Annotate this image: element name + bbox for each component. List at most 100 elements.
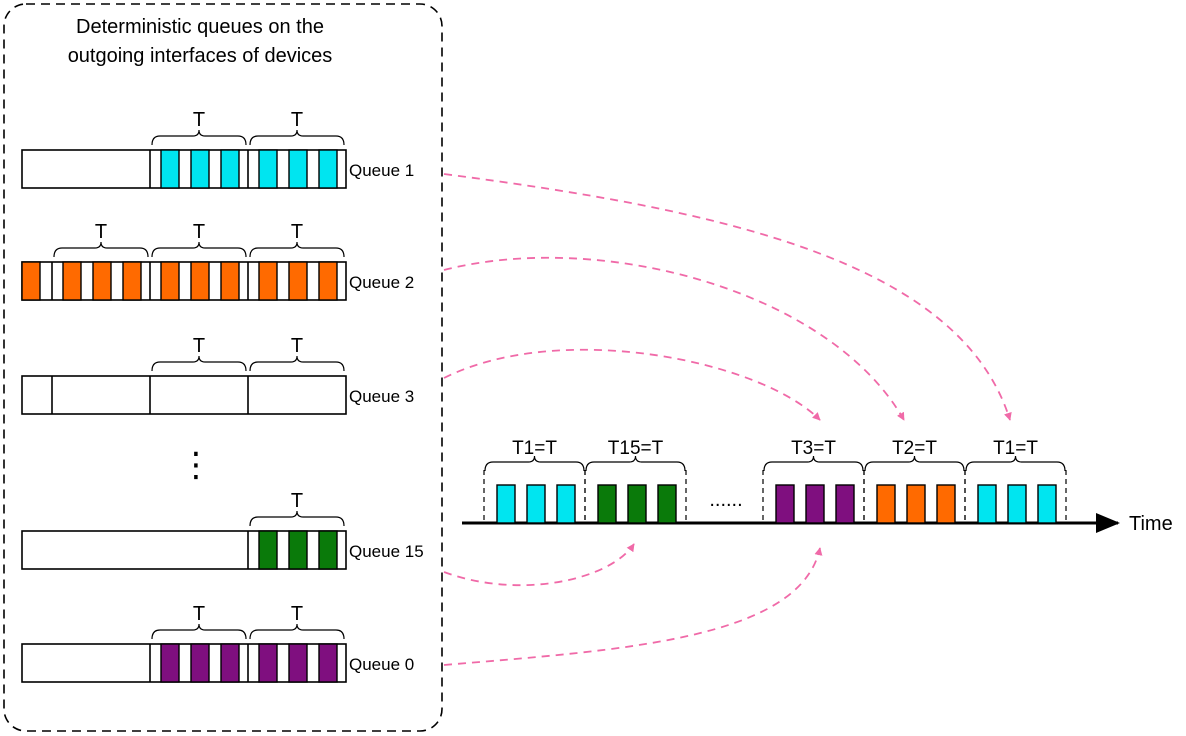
packet-queue15 [258, 530, 278, 570]
packet-queue1 [160, 149, 180, 189]
queue-label: Queue 3 [349, 387, 414, 406]
packet-queue0 [258, 643, 278, 683]
queues-panel [3, 3, 443, 732]
period-brace [249, 129, 345, 146]
panel-title-line1: Deterministic queues on the [76, 16, 324, 38]
timeline-slots: T1=T T15=T T3=T T2=T T1=T [483, 438, 1067, 524]
timeline-packet-queue2 [936, 484, 956, 524]
timeline-packet-queue0 [805, 484, 825, 524]
period-brace [151, 355, 247, 372]
packet-queue0 [318, 643, 338, 683]
timeline-packet-queue15 [627, 484, 647, 524]
packet-queue1 [318, 149, 338, 189]
packet-queue2 [220, 261, 240, 301]
slot-brace [864, 455, 965, 472]
queue-label: Queue 1 [349, 161, 414, 180]
timeline-slot-1: T1=T [483, 438, 586, 524]
period-label: T [291, 221, 303, 243]
slot-label: T1=T [993, 438, 1038, 459]
period-brace [249, 623, 345, 640]
packet-queue2 [288, 261, 308, 301]
packet-queue0 [190, 643, 210, 683]
timeline-ellipsis: ...... [709, 489, 742, 511]
packet-queue2 [258, 261, 278, 301]
period-brace [249, 355, 345, 372]
timeline-packet-queue1 [496, 484, 516, 524]
packet-queue0 [220, 643, 240, 683]
timeline-slot-2: T15=T [584, 438, 687, 524]
queues-layer: T T Queue 1 T T T Queue 2 T T Queue 3 T Queue 15 T T Q… [21, 109, 424, 683]
timeline-packet-queue15 [657, 484, 677, 524]
queue-row-q15: T Queue 15 [21, 490, 424, 570]
period-label: T [95, 221, 107, 243]
period-label: T [291, 335, 303, 357]
queue-row-q3: T T Queue 3 [21, 335, 414, 415]
mapping-arrows [443, 173, 1012, 666]
slot-brace [763, 455, 864, 472]
timeline-packet-queue1 [556, 484, 576, 524]
packet-queue0 [160, 643, 180, 683]
period-brace [53, 241, 149, 258]
queue-label: Queue 0 [349, 655, 414, 674]
packet-queue2 [318, 261, 338, 301]
timeline-packet-queue2 [876, 484, 896, 524]
timeline-slot-5: T1=T [964, 438, 1067, 524]
slot-label: T3=T [791, 438, 836, 459]
packet-queue2 [92, 261, 112, 301]
panel-title-line2: outgoing interfaces of devices [68, 45, 333, 67]
slot-label: T15=T [608, 438, 664, 459]
slot-brace [965, 455, 1066, 472]
arrow-queue1-to-t1 [443, 173, 1012, 421]
period-brace [151, 241, 247, 258]
period-label: T [291, 109, 303, 131]
arrow-queue0-to-t3 [443, 547, 823, 666]
period-label: T [193, 221, 205, 243]
queue-row-q1: T T Queue 1 [21, 109, 414, 189]
slot-brace [484, 455, 585, 472]
arrow-queue15-to-t15 [443, 543, 635, 587]
arrow-queue2-to-t2 [443, 256, 905, 421]
timeline-packet-queue0 [775, 484, 795, 524]
queue-label: Queue 15 [349, 542, 424, 561]
timeline-packet-queue1 [1007, 484, 1027, 524]
timeline-packet-queue0 [835, 484, 855, 524]
time-axis-label: Time [1129, 513, 1173, 535]
packet-queue2 [160, 261, 180, 301]
packet-queue2 [122, 261, 142, 301]
packet-queue1 [190, 149, 210, 189]
slot-label: T2=T [892, 438, 937, 459]
timeline-packet-queue2 [906, 484, 926, 524]
packet-queue2 [21, 261, 41, 301]
period-label: T [193, 335, 205, 357]
arrow-queue3-to-t3 [443, 348, 821, 421]
period-brace [249, 241, 345, 258]
packet-queue15 [288, 530, 308, 570]
packet-queue0 [288, 643, 308, 683]
period-label: T [193, 109, 205, 131]
period-brace [151, 623, 247, 640]
packet-queue1 [258, 149, 278, 189]
period-label: T [193, 603, 205, 625]
packet-queue2 [190, 261, 210, 301]
packet-queue1 [288, 149, 308, 189]
timeline-packet-queue1 [977, 484, 997, 524]
vertical-ellipsis: ⋮ [179, 446, 213, 484]
packet-queue1 [220, 149, 240, 189]
timeline-slot-3: T3=T [762, 438, 865, 524]
queue-row-q2: T T T Queue 2 [21, 221, 414, 301]
slot-label: T1=T [512, 438, 557, 459]
timeline-packet-queue1 [526, 484, 546, 524]
timeline-packet-queue1 [1037, 484, 1057, 524]
period-label: T [291, 490, 303, 512]
slot-brace [585, 455, 686, 472]
timeline-packet-queue15 [597, 484, 617, 524]
queue-bar [21, 375, 347, 415]
queue-label: Queue 2 [349, 273, 414, 292]
period-brace [249, 510, 345, 527]
period-label: T [291, 603, 303, 625]
timeline: Time ...... T1=T T15=T T3=T T2=T T1=T [462, 438, 1173, 535]
packet-queue15 [318, 530, 338, 570]
timeline-slot-4: T2=T [863, 438, 966, 524]
queue-row-q0: T T Queue 0 [21, 603, 414, 683]
